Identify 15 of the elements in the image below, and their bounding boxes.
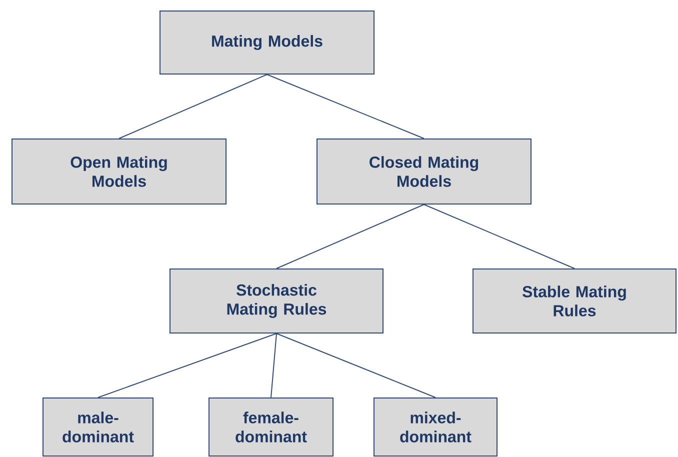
category-box: Stochastic Mating Rules [170, 268, 384, 334]
connector-line [424, 204, 575, 269]
category-box: Open Mating Models [12, 138, 226, 204]
connector-line [266, 74, 424, 139]
connector-line [118, 74, 268, 139]
connector-line [270, 332, 277, 398]
connector-line [276, 204, 424, 269]
connector-line [98, 332, 277, 398]
category-box: Closed Mating Models [316, 138, 532, 204]
category-box: male- dominant [42, 397, 154, 456]
category-box: Mating Models [160, 10, 374, 74]
category-box: Stable Mating Rules [472, 268, 676, 334]
connector-line [276, 332, 436, 398]
category-box: mixed- dominant [374, 397, 498, 456]
category-box: female- dominant [208, 397, 334, 456]
